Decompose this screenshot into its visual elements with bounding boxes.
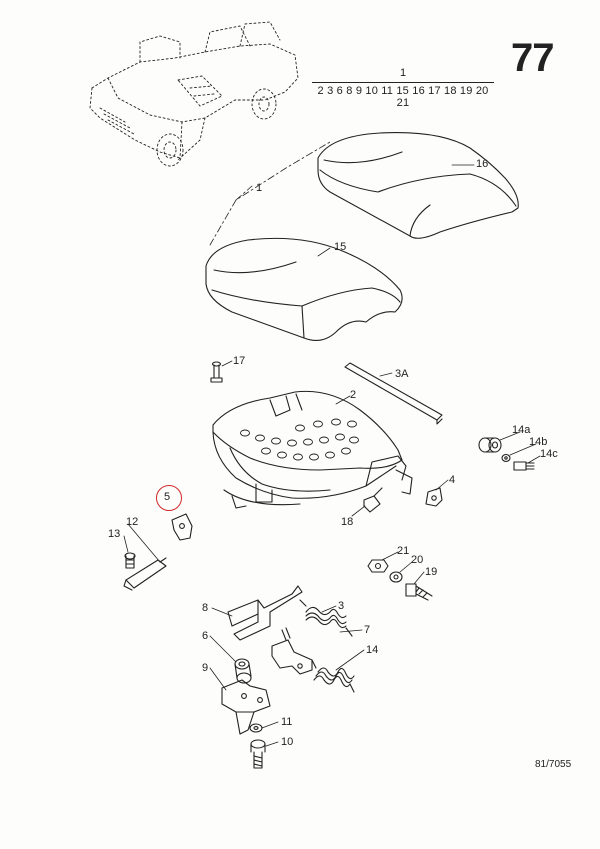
- part-label-14b: 14b: [529, 436, 548, 448]
- part-6-bushing: [234, 658, 252, 684]
- part-label-14c: 14c: [540, 448, 558, 460]
- part-label-5[interactable]: 5: [164, 491, 171, 503]
- part-label-18: 18: [341, 516, 354, 528]
- assembly-leader-line: [209, 141, 331, 246]
- part-label-11: 11: [281, 716, 293, 728]
- part-13-screw: [124, 552, 136, 569]
- model-codes: 2 3 6 8 9 10 11 15 16 17 18 19 20 21: [312, 82, 494, 109]
- leader-lines: [123, 164, 541, 747]
- seat-back-cushion: [317, 132, 519, 239]
- part-4-clip: [425, 487, 443, 507]
- drawing-reference: 81/7055: [535, 759, 572, 770]
- part-11-washer: [249, 723, 263, 733]
- part-8-spring-bracket: [227, 585, 303, 641]
- part-17-stud: [210, 361, 223, 383]
- part-label-21: 21: [397, 545, 410, 557]
- part-12-lever: [123, 557, 167, 591]
- part-label-10: 10: [281, 736, 294, 748]
- part-3-coil-spring: [299, 599, 353, 637]
- part-9-bracket: [221, 679, 271, 735]
- vehicle-outline: [89, 21, 299, 167]
- highlight-circle[interactable]: [156, 485, 182, 511]
- part-label-14a: 14a: [512, 424, 531, 436]
- part-label-13: 13: [108, 528, 121, 540]
- assembly-number: 1: [399, 67, 407, 79]
- part-14-coil-spring: [311, 659, 355, 693]
- seat-frame: [212, 390, 413, 509]
- part-10-bolt: [250, 739, 266, 769]
- part-18-bracket: [363, 487, 383, 513]
- part-label-9: 9: [202, 662, 209, 674]
- part-label-6: 6: [202, 630, 209, 642]
- part-5-plate: [171, 513, 193, 541]
- part-label-20: 20: [411, 554, 424, 566]
- parts-19-20-21: [367, 559, 433, 601]
- part-7-bracket: [271, 627, 313, 675]
- part-label-12: 12: [126, 516, 139, 528]
- part-label-14: 14: [366, 644, 379, 656]
- part-label-17: 17: [233, 355, 246, 367]
- part-3a-strip: [344, 362, 443, 425]
- parts-14a-14b-14c: [478, 437, 535, 471]
- part-label-1: 1: [256, 182, 263, 194]
- part-label-19: 19: [425, 566, 438, 578]
- part-label-16: 16: [476, 158, 489, 170]
- seat-cushion: [205, 237, 403, 341]
- part-label-7: 7: [364, 624, 371, 636]
- part-label-8: 8: [202, 602, 209, 614]
- part-label-3: 3: [338, 600, 345, 612]
- page-number: 77: [511, 36, 554, 80]
- part-label-3a: 3A: [395, 368, 409, 380]
- assembly-header: 1 2 3 6 8 9 10 11 15 16 17 18 19 20 21: [312, 67, 494, 109]
- part-label-4: 4: [449, 474, 456, 486]
- part-label-15: 15: [334, 241, 347, 253]
- part-label-2: 2: [350, 389, 357, 401]
